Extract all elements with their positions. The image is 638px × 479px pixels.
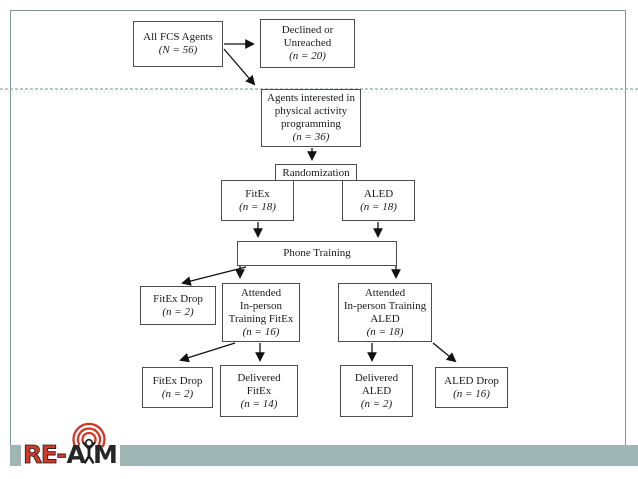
logo-text-re: RE- xyxy=(23,440,66,467)
node-count: (n = 18) xyxy=(239,200,276,213)
flow-node-delivered-aled: Delivered ALED (n = 2) xyxy=(340,365,413,417)
node-count: (n = 14) xyxy=(240,397,278,410)
flow-node-declined: Declined or Unreached (n = 20) xyxy=(260,19,355,68)
node-label: Attended In-person Training ALED xyxy=(343,286,427,325)
node-label: Delivered ALED xyxy=(354,371,399,397)
node-count: (N = 56) xyxy=(158,44,198,56)
node-label: Phone Training xyxy=(283,247,351,259)
logo-text-m: M xyxy=(93,440,118,467)
flow-node-delivered-fitex: Delivered FitEx (n = 14) xyxy=(220,365,298,417)
signal-arc-icon xyxy=(81,431,97,444)
signal-arc-icon xyxy=(76,427,102,446)
node-label: FitEx Drop xyxy=(153,292,203,305)
node-label: Agents interested in physical activity p… xyxy=(267,92,355,130)
flow-node-phone-training: Phone Training xyxy=(237,241,397,266)
re-aim-logo: RE- A M xyxy=(23,421,119,467)
node-count: (n = 20) xyxy=(289,50,326,62)
arrow-allagents-interested xyxy=(223,48,256,86)
node-count: (n = 16) xyxy=(242,325,280,338)
flow-node-attended-fitex: Attended In-person Training FitEx (n = 1… xyxy=(222,283,300,342)
arrow-attendedaled-aleddrop xyxy=(432,342,457,363)
logo-text-a: A xyxy=(67,440,87,467)
flow-node-aled-drop: ALED Drop (n = 16) xyxy=(435,367,508,408)
re-aim-logo-graphic: RE- A M xyxy=(23,422,118,467)
node-label: Attended In-person Training FitEx xyxy=(228,286,294,325)
node-count: (n = 2) xyxy=(162,305,194,318)
node-label: ALED xyxy=(363,187,394,200)
node-label: Delivered FitEx xyxy=(237,371,281,397)
flow-node-attended-aled: Attended In-person Training ALED (n = 18… xyxy=(338,283,432,342)
flow-node-randomization: Randomization xyxy=(275,164,357,181)
node-count: (n = 18) xyxy=(360,200,397,213)
flow-node-all-fcs-agents: All FCS Agents (N = 56) xyxy=(133,21,223,67)
node-label: Randomization xyxy=(282,166,350,179)
person-icon xyxy=(82,438,96,464)
arrow-attendedfitex-fitexdrop2 xyxy=(179,342,236,363)
flow-node-fitex-drop-2: FitEx Drop (n = 2) xyxy=(142,367,213,408)
footer-bar-left-square xyxy=(10,445,21,466)
node-label: FitEx Drop xyxy=(152,374,203,387)
node-count: (n = 18) xyxy=(366,325,404,338)
node-count: (n = 2) xyxy=(161,387,194,400)
node-count: (n = 2) xyxy=(360,397,393,410)
node-label: Declined or Unreached xyxy=(281,24,334,49)
footer-bar xyxy=(120,445,638,466)
arrow-phonetraining-fitexdrop1 xyxy=(181,266,247,286)
flow-node-interested: Agents interested in physical activity p… xyxy=(261,89,361,147)
flow-node-fitex-drop-1: FitEx Drop (n = 2) xyxy=(140,286,216,325)
node-label: All FCS Agents xyxy=(143,31,213,43)
node-label: ALED Drop xyxy=(444,374,499,387)
node-count: (n = 16) xyxy=(453,387,490,400)
node-count: (n = 36) xyxy=(292,131,330,143)
flow-node-aled: ALED (n = 18) xyxy=(342,180,415,221)
flow-node-fitex: FitEx (n = 18) xyxy=(221,180,294,221)
node-label: FitEx xyxy=(245,187,270,200)
signal-arc-icon xyxy=(72,422,106,448)
